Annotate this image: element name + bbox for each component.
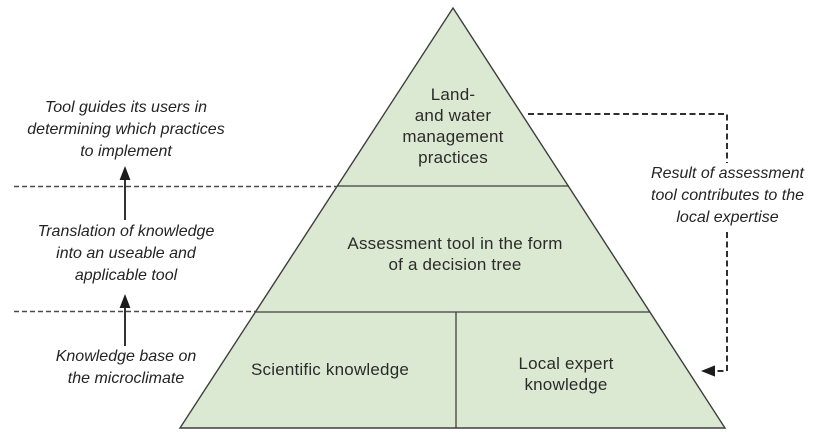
feedback-connector: [528, 113, 728, 377]
feedback-connector-upper: [528, 113, 728, 163]
left-arrow-head-icon: [701, 365, 715, 377]
pyramid-bottom-left-label: Scientific knowledge: [250, 360, 410, 379]
pyramid-shape: [178, 6, 727, 429]
annotation-left-top: Tool guides its users in determining whi…: [27, 99, 225, 160]
feedback-connector-lower: [712, 232, 728, 372]
up-arrow-bottom: [119, 294, 131, 346]
annotation-right: Result of assessment tool contributes to…: [651, 165, 804, 226]
pyramid-bottom-right-label: Local expert knowledge: [518, 354, 614, 394]
up-arrow-bottom-head-icon: [119, 294, 131, 308]
annotation-left-middle: Translation of knowledge into an useable…: [37, 223, 215, 284]
pyramid-middle-label: Assessment tool in the form of a decisio…: [347, 234, 563, 274]
pyramid-top-label: Land- and water management practices: [402, 85, 504, 167]
up-arrow-top: [119, 166, 131, 220]
up-arrow-top-head-icon: [119, 166, 131, 180]
annotation-left-bottom: Knowledge base on the microclimate: [55, 348, 197, 387]
